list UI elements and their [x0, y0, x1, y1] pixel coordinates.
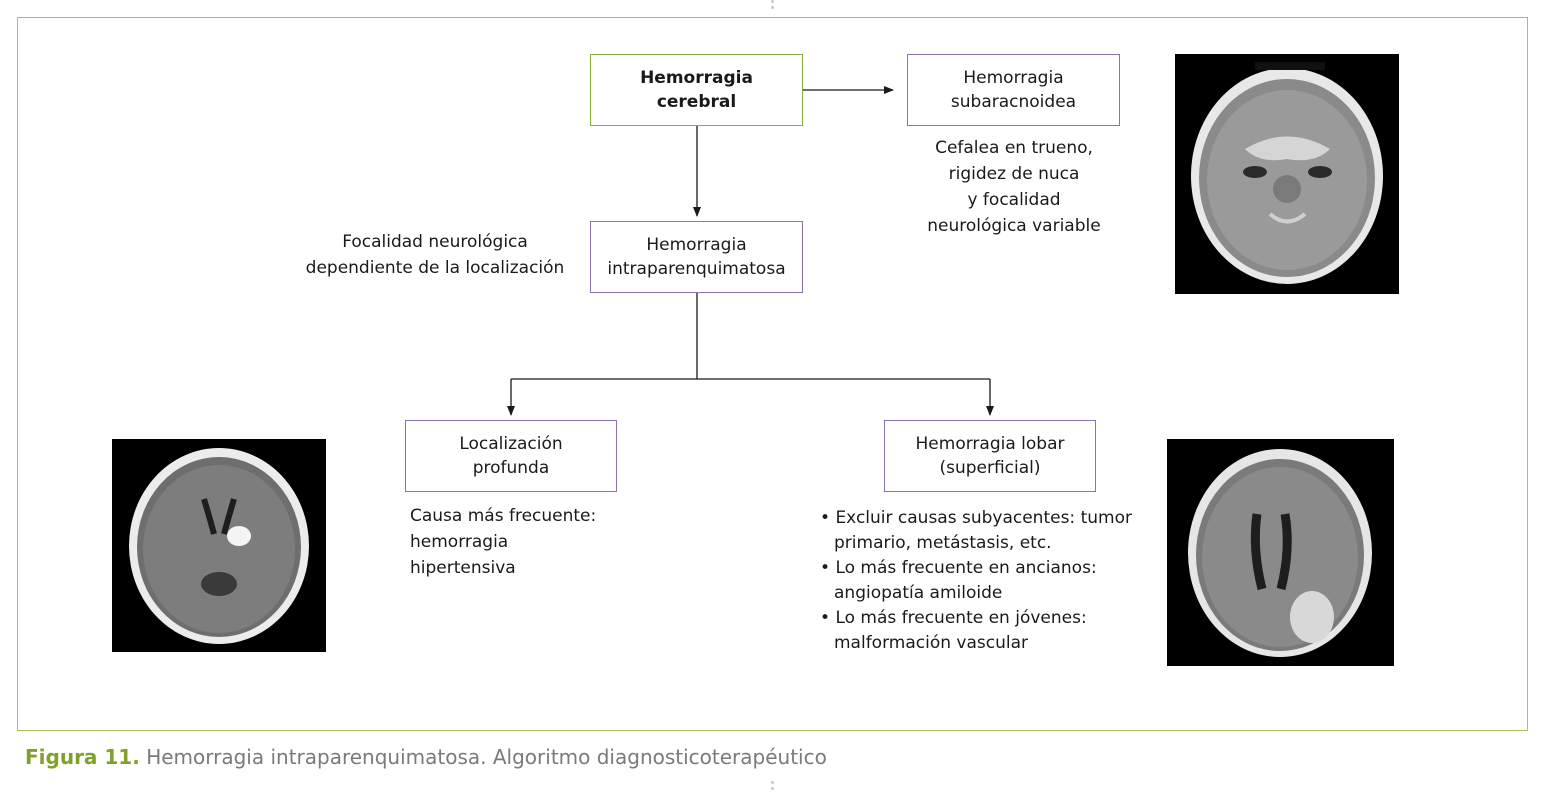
note-subarachnoid: Cefalea en trueno, rigidez de nuca y foc… — [905, 135, 1123, 239]
node-label-line: Localización — [459, 434, 563, 454]
node-label-line: Hemorragia — [640, 68, 753, 88]
list-item: Excluir causas subyacentes: tumorprimari… — [820, 506, 1150, 556]
note-line: rigidez de nuca — [948, 164, 1080, 184]
caption-text: Hemorragia intraparenquimatosa. Algoritm… — [146, 745, 827, 769]
node-intraparenchymal-hemorrhage: Hemorragia intraparenquimatosa — [590, 221, 803, 293]
ct-scan-subarachnoid — [1175, 54, 1399, 294]
figure-caption: Figura 11. Hemorragia intraparenquimatos… — [25, 745, 827, 769]
node-label-line: Hemorragia — [646, 235, 747, 255]
note-intraparenchymal: Focalidad neurológica dependiente de la … — [290, 229, 580, 281]
ct-scan-lobar-hemorrhage — [1167, 439, 1394, 666]
note-line: Cefalea en trueno, — [935, 138, 1093, 158]
list-item: Lo más frecuente en ancianos:angiopatía … — [820, 556, 1150, 606]
note-lobar-list: Excluir causas subyacentes: tumorprimari… — [820, 506, 1150, 656]
note-line: y focalidad — [967, 190, 1061, 210]
node-label-line: (superficial) — [939, 458, 1041, 478]
node-label-line: Hemorragia — [963, 68, 1064, 88]
node-label-line: intraparenquimatosa — [607, 259, 786, 279]
note-line: dependiente de la localización — [305, 258, 565, 278]
node-label-line: profunda — [472, 458, 550, 478]
figure-frame — [17, 17, 1528, 731]
note-line: Focalidad neurológica — [342, 232, 528, 252]
node-label-line: cerebral — [656, 92, 737, 112]
node-subarachnoid-hemorrhage: Hemorragia subaracnoidea — [907, 54, 1120, 126]
node-deep-location: Localización profunda — [405, 420, 617, 492]
note-line: hipertensiva — [410, 558, 516, 578]
node-cerebral-hemorrhage: Hemorragia cerebral — [590, 54, 803, 126]
note-deep: Causa más frecuente: hemorragia hiperten… — [410, 503, 670, 581]
node-label-line: Hemorragia lobar — [915, 434, 1065, 454]
note-line: Causa más frecuente: — [410, 506, 597, 526]
note-line: hemorragia — [410, 532, 509, 552]
caption-label: Figura 11. — [25, 745, 140, 769]
ct-scan-deep-hemorrhage — [112, 439, 326, 652]
note-line: neurológica variable — [927, 216, 1101, 236]
node-label-line: subaracnoidea — [950, 92, 1077, 112]
bottom-dots — [771, 781, 774, 793]
top-dots — [771, 0, 774, 12]
node-lobar-hemorrhage: Hemorragia lobar (superficial) — [884, 420, 1096, 492]
list-item: Lo más frecuente en jóvenes:malformación… — [820, 606, 1150, 656]
